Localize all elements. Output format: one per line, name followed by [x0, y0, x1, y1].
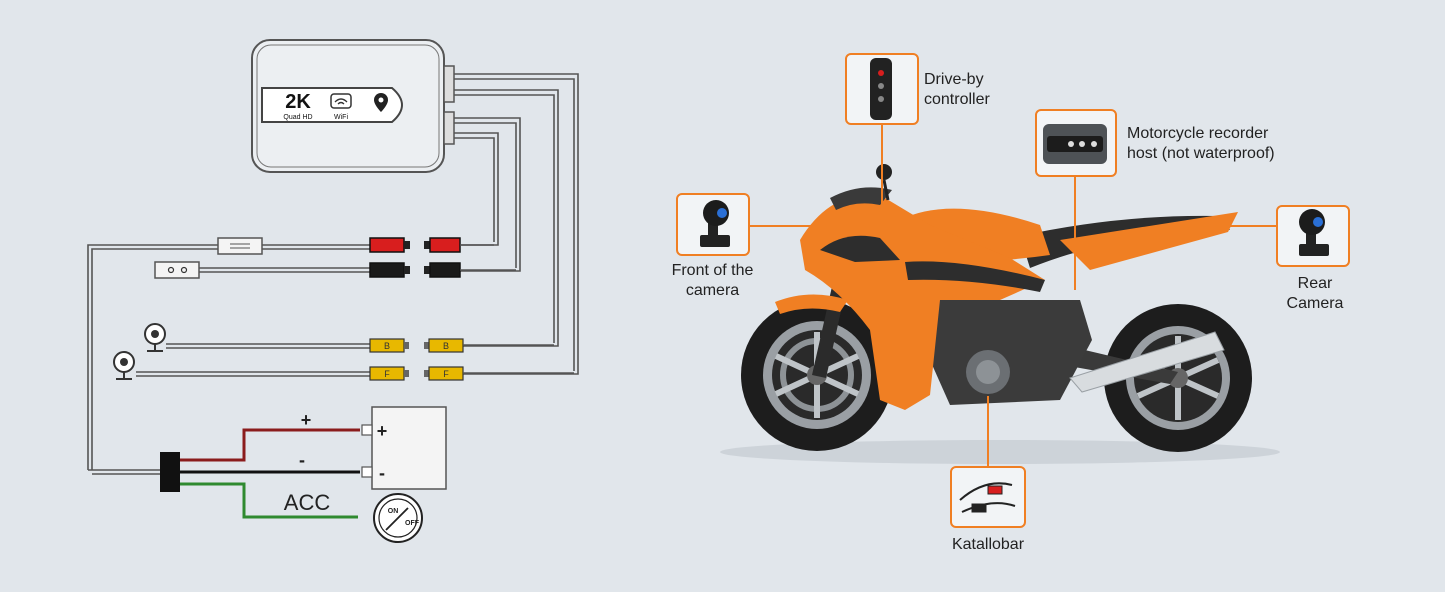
host-resolution-label: 2K — [285, 91, 311, 113]
plug-b-right-label: B — [443, 341, 449, 351]
cable-callout-box — [950, 466, 1026, 528]
black-connector-left — [369, 262, 410, 278]
callout-leader-lines — [750, 124, 1277, 467]
camera-icon — [113, 351, 135, 380]
ignition-switch-icon: ON OFF — [373, 493, 423, 543]
switch-off-label: OFF — [405, 520, 420, 527]
controller-callout-box — [845, 53, 919, 125]
host-resolution-sub-label: Quad HD — [283, 114, 312, 121]
camera-icon — [144, 323, 166, 352]
battery-block — [88, 406, 447, 519]
host-wifi-label: WiFi — [334, 114, 348, 121]
positive-wire — [180, 428, 360, 462]
controller-caption: Drive-by controller — [924, 71, 990, 108]
power-black-line — [154, 261, 370, 279]
cable-caption: Katallobar — [951, 536, 1025, 553]
plug-f-left-label: F — [384, 369, 390, 379]
motorcycle-illustration — [741, 164, 1252, 452]
front-camera-callout-box — [676, 193, 750, 256]
battery-minus-label: - — [379, 463, 385, 483]
wifi-icon — [330, 93, 352, 109]
power-red-line — [87, 237, 370, 470]
rear-camera-callout-box — [1276, 205, 1350, 267]
front-camera-wire: F F — [113, 351, 574, 381]
host-callout-box — [1035, 109, 1117, 177]
black-connector-right — [424, 262, 516, 278]
battery-box — [371, 406, 447, 490]
plug-f-right-label: F — [443, 369, 449, 379]
battery-plus-label: + — [377, 421, 388, 441]
red-connector-left — [369, 237, 410, 253]
switch-on-label: ON — [388, 508, 399, 515]
host-caption: Motorcycle recorder host (not waterproof… — [1127, 125, 1275, 162]
gps-pin-icon — [374, 93, 388, 112]
rear-camera-caption: Rear Camera — [1286, 275, 1344, 312]
bike-shadow — [720, 440, 1280, 464]
red-connector-right — [424, 237, 494, 253]
wire-plus-label: + — [301, 410, 312, 430]
acc-wire — [180, 482, 358, 519]
wire-minus-label: - — [299, 450, 305, 470]
front-camera-caption: Front of the camera — [671, 262, 754, 299]
rear-camera-wire: B B — [144, 323, 554, 353]
recorder-host-device: 2K Quad HD WiFi — [251, 39, 455, 173]
fuse-block — [160, 452, 180, 492]
host-cables — [454, 73, 579, 375]
acc-label: ACC — [284, 490, 331, 515]
plug-b-left-label: B — [384, 341, 390, 351]
